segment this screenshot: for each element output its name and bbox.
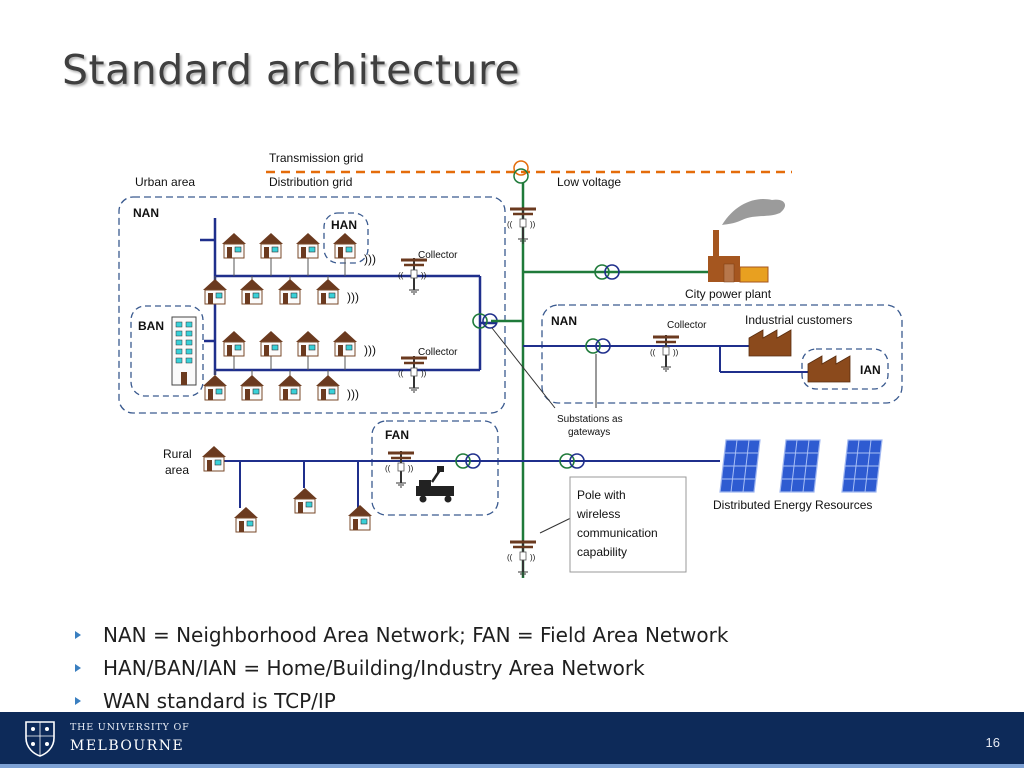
pole-callout-box xyxy=(569,476,687,573)
collector-pole-icon xyxy=(396,256,429,296)
bullet-text: HAN/BAN/IAN = Home/Building/Industry Are… xyxy=(103,656,645,680)
bullet-arrow-icon xyxy=(75,631,81,639)
label-pole-line2: wireless xyxy=(576,507,620,521)
label-ban: BAN xyxy=(138,319,164,333)
label-rural-line2: area xyxy=(165,463,189,477)
footer-stripe xyxy=(0,764,1024,768)
collector-pole-icon xyxy=(648,333,681,373)
wireless-signal-icon: ))) xyxy=(347,387,359,401)
label-han: HAN xyxy=(331,218,357,232)
label-nan-right: NAN xyxy=(551,314,577,328)
bullet-arrow-icon xyxy=(75,697,81,705)
label-pole-line1: Pole with xyxy=(577,488,626,502)
wireless-signal-icon: ))) xyxy=(364,343,376,357)
bottom-pole-icon xyxy=(505,538,538,578)
utility-truck-icon xyxy=(416,466,454,503)
label-pole-line4: capability xyxy=(577,545,627,559)
bullet-list: NAN = Neighborhood Area Network; FAN = F… xyxy=(72,620,728,719)
building-icon xyxy=(171,316,197,386)
house-icon xyxy=(295,232,321,259)
house-icon xyxy=(292,487,318,514)
fan-box xyxy=(371,420,499,516)
house-icon xyxy=(277,278,303,305)
house-icon xyxy=(221,330,247,357)
house-icon xyxy=(201,445,227,472)
bullet-item: HAN/BAN/IAN = Home/Building/Industry Are… xyxy=(72,653,728,686)
factory-icon xyxy=(748,329,792,357)
house-icon xyxy=(239,278,265,305)
factory-icon xyxy=(807,355,851,383)
transmission-transformer-icon xyxy=(513,160,529,176)
university-name-line1: THE UNIVERSITY OF xyxy=(70,722,190,733)
label-ian: IAN xyxy=(860,363,881,377)
house-icon xyxy=(315,278,341,305)
label-low-voltage: Low voltage xyxy=(557,175,621,189)
substation-pointer xyxy=(491,327,556,409)
collector-pole-icon xyxy=(396,354,429,394)
university-crest-icon xyxy=(25,721,55,757)
house-icon xyxy=(202,278,228,305)
house-icon xyxy=(332,330,358,357)
power-plant-icon xyxy=(708,199,786,283)
label-pole-line3: communication xyxy=(577,526,658,540)
label-city-power-plant: City power plant xyxy=(685,287,772,301)
house-icon xyxy=(295,330,321,357)
label-distributed-energy: Distributed Energy Resources xyxy=(713,498,872,512)
house-icon xyxy=(258,330,284,357)
house-icon xyxy=(347,504,373,531)
han-box xyxy=(323,212,369,264)
footer-bar xyxy=(0,712,1024,768)
solar-panel-icon xyxy=(841,439,883,493)
bullet-text: NAN = Neighborhood Area Network; FAN = F… xyxy=(103,623,729,647)
nan-right-box xyxy=(541,304,903,404)
house-icon xyxy=(221,232,247,259)
trunk-pole-icon xyxy=(505,205,538,245)
house-icon xyxy=(233,506,259,533)
label-substations-line2: gateways xyxy=(568,427,610,438)
label-industrial-customers: Industrial customers xyxy=(745,313,852,327)
bullet-arrow-icon xyxy=(75,664,81,672)
label-urban-area: Urban area xyxy=(135,175,195,189)
label-substations-line1: Substations as xyxy=(557,414,623,425)
house-icon xyxy=(239,374,265,401)
distribution-transformer-icon xyxy=(513,168,529,184)
house-icon xyxy=(277,374,303,401)
house-icon xyxy=(315,374,341,401)
label-fan: FAN xyxy=(385,428,409,442)
wireless-signal-icon: ))) xyxy=(364,252,376,266)
label-distribution-grid: Distribution grid xyxy=(269,175,352,189)
ban-box xyxy=(130,305,204,397)
bullet-item: WAN standard is TCP/IP xyxy=(72,686,728,719)
fan-pole-icon xyxy=(383,449,416,489)
architecture-diagram: (( )) xyxy=(118,151,903,578)
house-icon xyxy=(202,374,228,401)
pole-pointer xyxy=(539,515,576,534)
house-icon xyxy=(258,232,284,259)
solar-panel-icon xyxy=(779,439,821,493)
bullet-text: WAN standard is TCP/IP xyxy=(103,689,336,713)
ian-box xyxy=(801,348,889,390)
nan-urban-box xyxy=(118,196,506,414)
page-number: 16 xyxy=(985,735,1000,750)
label-rural-line1: Rural xyxy=(163,447,192,461)
bullet-item: NAN = Neighborhood Area Network; FAN = F… xyxy=(72,620,728,653)
slide-title: Standard architecture xyxy=(62,46,521,94)
label-collector-right: Collector xyxy=(667,320,707,331)
house-icon xyxy=(332,232,358,259)
solar-panel-icon xyxy=(719,439,761,493)
wireless-signal-icon: ))) xyxy=(347,290,359,304)
label-collector-mid: Collector xyxy=(418,347,458,358)
label-transmission-grid: Transmission grid xyxy=(269,151,363,165)
label-collector-top: Collector xyxy=(418,250,458,261)
university-name-line2: MELBOURNE xyxy=(70,738,185,754)
label-nan-urban: NAN xyxy=(133,206,159,220)
